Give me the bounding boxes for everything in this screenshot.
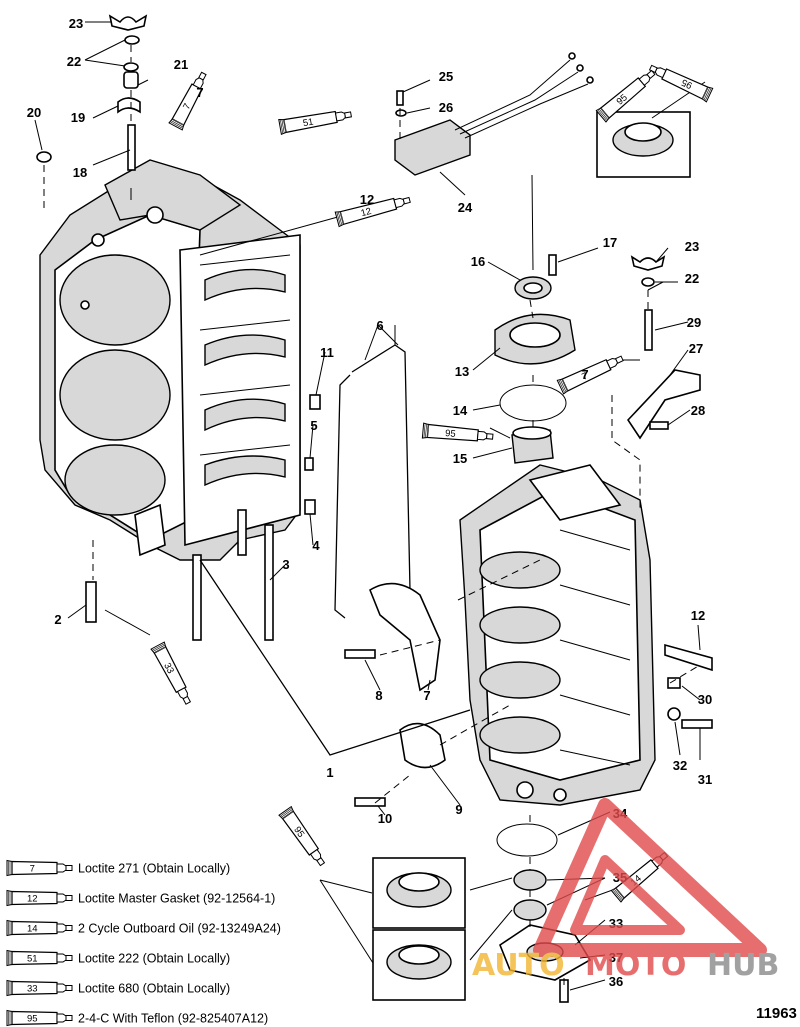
callout-20: 20	[27, 105, 41, 120]
legend-text: Loctite 271 (Obtain Locally)	[78, 862, 230, 876]
callout-29: 29	[687, 315, 701, 330]
legend-text: Loctite Master Gasket (92-12564-1)	[78, 892, 275, 906]
sealant-tube-label-3: 12	[360, 206, 373, 219]
legend-row-95: 95 2-4-C With Teflon (92-825407A12)	[6, 1009, 268, 1027]
legend-tube-95: 95	[6, 1009, 73, 1027]
callout-2: 2	[54, 612, 61, 627]
callout-6: 6	[376, 318, 383, 333]
legend-row-51: 51 Loctite 222 (Obtain Locally)	[6, 949, 230, 967]
legend-text: 2-4-C With Teflon (92-825407A12)	[78, 1012, 268, 1026]
callout-1: 1	[326, 765, 333, 780]
callout-8: 8	[375, 688, 382, 703]
legend-tube-7: 7	[6, 859, 73, 877]
sealant-tube-4: 95	[595, 69, 656, 123]
callout-16: 16	[471, 254, 485, 269]
sealant-tube-label-1: 95	[680, 76, 694, 90]
figure-id: 11963	[756, 1005, 797, 1022]
callout-23: 23	[69, 16, 83, 31]
legend-row-7: 7 Loctite 271 (Obtain Locally)	[6, 859, 230, 877]
callout-28: 28	[691, 403, 705, 418]
callout-11: 11	[320, 345, 334, 360]
callout-10: 10	[378, 811, 392, 826]
legend-tube-12: 12	[6, 889, 73, 907]
sealant-tube-5: 7	[556, 355, 624, 395]
legend-tube-label-51: 51	[27, 954, 38, 965]
callout-21: 21	[174, 57, 188, 72]
sealant-tube-label-5: 7	[580, 371, 589, 383]
callout-7-3: 7	[423, 688, 430, 703]
callout-18: 18	[73, 165, 87, 180]
legend-row-12: 12 Loctite Master Gasket (92-12564-1)	[6, 889, 275, 907]
callout-17: 17	[603, 235, 617, 250]
callout-32: 32	[673, 758, 687, 773]
legend-text: 2 Cycle Outboard Oil (92-13249A24)	[78, 922, 281, 936]
callout-30: 30	[698, 692, 712, 707]
sealant-tube-label-6: 95	[445, 428, 456, 440]
crankcase-cover	[459, 464, 656, 806]
legend-text: Loctite 680 (Obtain Locally)	[78, 982, 230, 996]
sealant-tube-0: 7	[168, 71, 207, 131]
sealant-tube-1: 95	[648, 64, 714, 103]
sealant-legend: 7 Loctite 271 (Obtain Locally) 12 Loctite M…	[6, 859, 281, 1027]
callout-7-2: 7	[581, 367, 588, 382]
callout-27: 27	[689, 341, 703, 356]
callout-12: 12	[360, 192, 374, 207]
callout-31: 31	[698, 772, 712, 787]
legend-tube-51: 51	[6, 949, 73, 967]
legend-tube-14: 14	[6, 919, 73, 937]
callout-19: 19	[71, 110, 85, 125]
sealant-tube-label-0: 7	[181, 102, 193, 112]
legend-tube-label-7: 7	[30, 864, 35, 875]
callout-9: 9	[455, 802, 462, 817]
callout-3: 3	[282, 557, 289, 572]
small-parts	[36, 14, 713, 1003]
watermark-brand-auto: AUTO	[472, 948, 565, 983]
sealant-tube-3: 12	[334, 196, 411, 228]
legend-row-14: 14 2 Cycle Outboard Oil (92-13249A24)	[6, 919, 281, 937]
watermark-brand-hub: HUB	[707, 948, 779, 983]
legend-row-33: 33 Loctite 680 (Obtain Locally)	[6, 979, 230, 997]
legend-text: Loctite 222 (Obtain Locally)	[78, 952, 230, 966]
callout-22-2: 22	[685, 271, 699, 286]
sealant-tube-2: 51	[278, 110, 352, 135]
callout-12-2: 12	[691, 608, 705, 623]
watermark-brand-moto: MOTO	[585, 948, 686, 983]
callout-4: 4	[312, 538, 320, 553]
sealant-tube-label-2: 51	[302, 117, 314, 130]
legend-tube-label-95: 95	[27, 1014, 38, 1025]
callout-13: 13	[455, 364, 469, 379]
sealant-tube-label-7: 33	[161, 661, 176, 676]
callout-14: 14	[453, 403, 468, 418]
callout-36: 36	[609, 974, 623, 989]
callout-15: 15	[453, 451, 467, 466]
callout-23-2: 23	[685, 239, 699, 254]
callout-26: 26	[439, 100, 453, 115]
callout-5: 5	[310, 418, 317, 433]
watermark-logo: AUTO MOTO HUB	[472, 798, 779, 983]
callout-25: 25	[439, 69, 453, 84]
sealant-tube-8: 95	[278, 805, 326, 867]
sealant-tube-6: 95	[421, 422, 494, 442]
legend-tube-label-14: 14	[27, 924, 38, 935]
callout-22: 22	[67, 54, 81, 69]
legend-tube-label-33: 33	[27, 984, 38, 995]
sealant-tube-label-8: 95	[291, 825, 306, 840]
callout-24: 24	[458, 200, 473, 215]
legend-tube-label-12: 12	[27, 894, 38, 905]
cylinder-block	[39, 159, 301, 641]
callout-7: 7	[196, 85, 203, 100]
legend-tube-33: 33	[6, 979, 73, 997]
sealant-tube-7: 33	[150, 641, 192, 705]
